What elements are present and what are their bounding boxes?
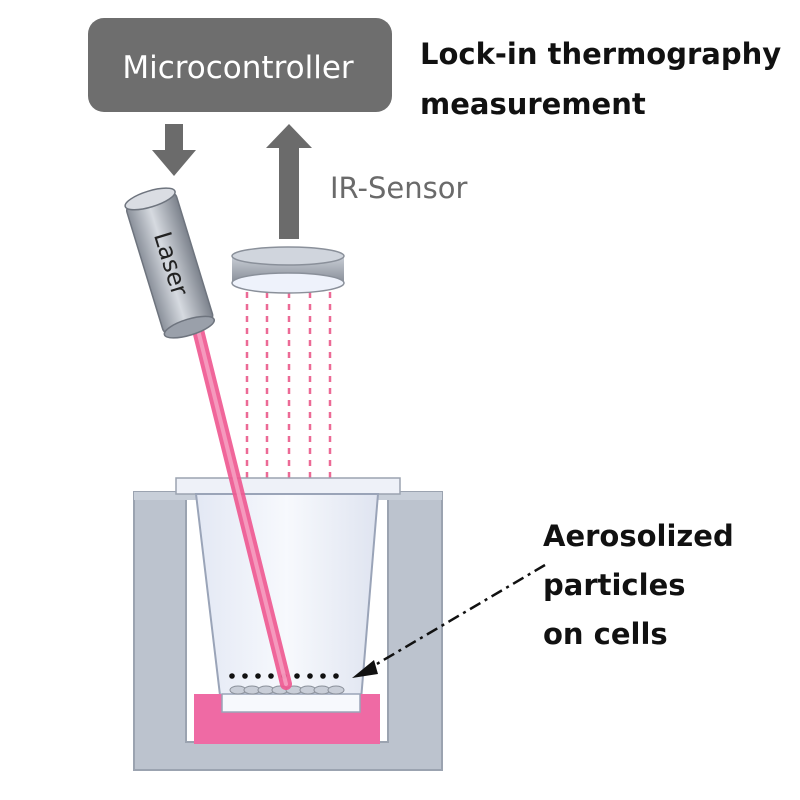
particles-label-line1: Aerosolized xyxy=(543,519,734,553)
ir-sensor-label: IR-Sensor xyxy=(330,171,467,205)
particles-label-line3: on cells xyxy=(543,617,668,651)
down-arrow-icon xyxy=(152,124,196,176)
particles-label-line2: particles xyxy=(543,568,686,602)
up-arrow-icon xyxy=(266,124,312,239)
microcontroller-box: Microcontroller xyxy=(88,18,392,112)
ir-sensor-icon xyxy=(231,246,345,294)
particles-leader-arrow xyxy=(352,563,546,678)
heading-line2: measurement xyxy=(420,87,646,121)
insert-rim xyxy=(175,477,401,495)
laser-beam xyxy=(190,316,292,690)
microcontroller-label: Microcontroller xyxy=(122,50,354,86)
heading-line1: Lock-in thermography xyxy=(420,37,781,71)
laser-icon: Laser xyxy=(124,187,216,339)
